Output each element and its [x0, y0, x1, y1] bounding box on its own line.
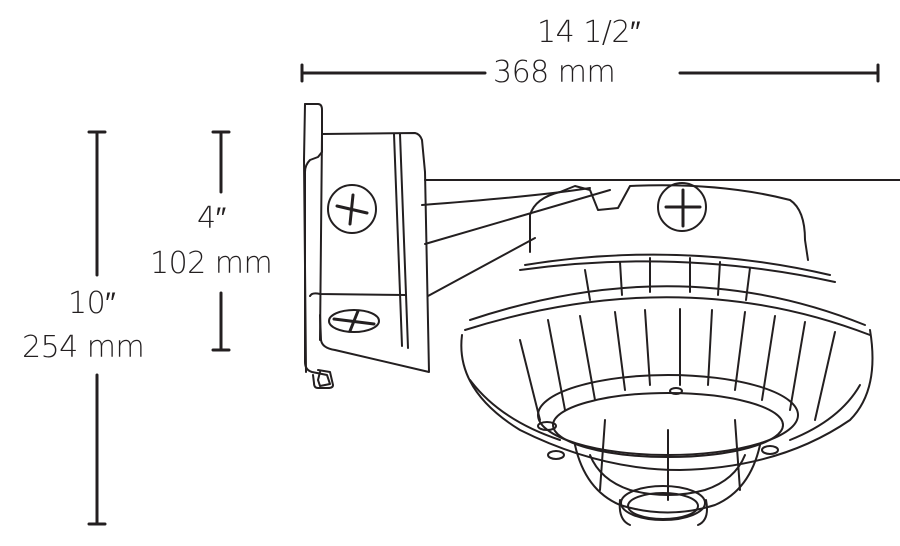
- driver-housing: [529, 182, 809, 261]
- box-height-imperial-label: 4″: [197, 201, 226, 236]
- width-dimension-line: [300, 63, 880, 83]
- junction-box: [309, 132, 430, 373]
- width-metric-label: 368 mm: [493, 55, 616, 90]
- box-height-dimension-line: [211, 130, 231, 352]
- overall-height-dimension-line: [87, 130, 107, 526]
- lens-guard: [537, 374, 799, 526]
- mounting-plate: [303, 103, 334, 389]
- box-height-metric-label: 102 mm: [150, 246, 273, 281]
- width-imperial-label: 14 1/2″: [537, 15, 641, 50]
- mounting-arm: [421, 179, 900, 297]
- overall-height-metric-label: 254 mm: [22, 330, 145, 365]
- overall-height-imperial-label: 10″: [68, 286, 116, 321]
- cooling-fins: [460, 253, 874, 471]
